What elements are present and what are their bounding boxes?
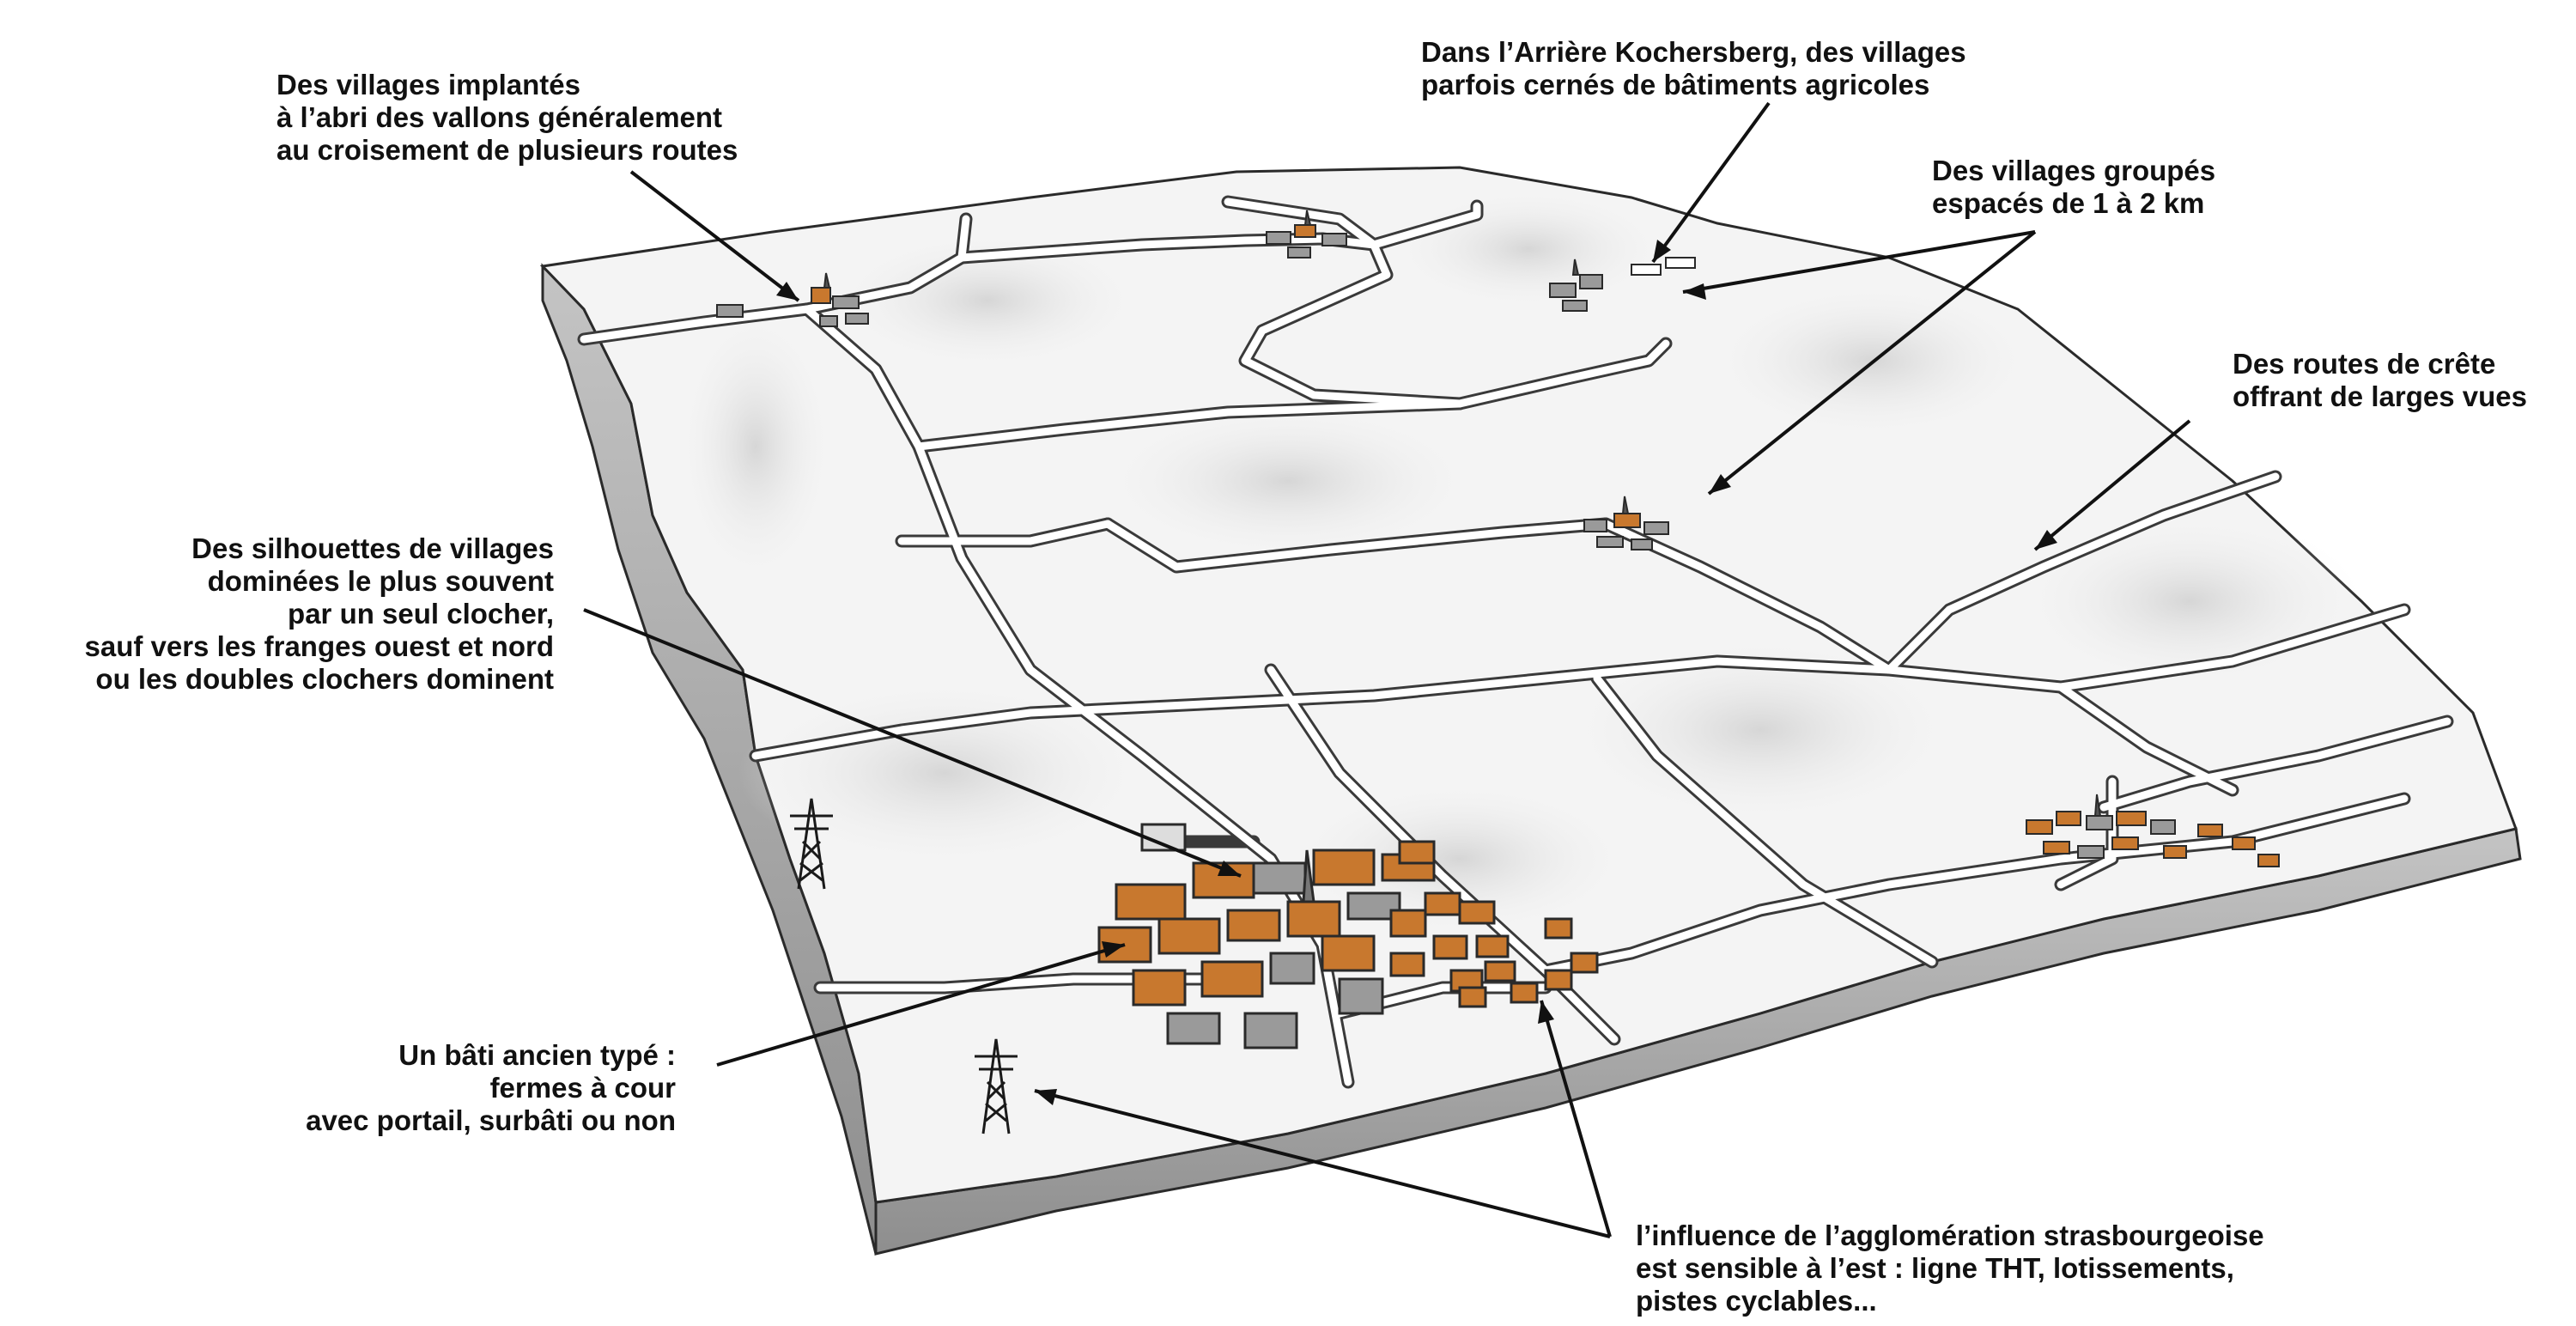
label-ridge-roads: Des routes de crête offrant de larges vu…: [2233, 348, 2527, 412]
village-main: [1097, 823, 1599, 1049]
village-north: [1266, 210, 1347, 259]
label-silhouettes: Des silhouettes de villages dominées le …: [84, 532, 554, 695]
label-arriere-kochersberg: Dans l’Arrière Kochersberg, des villages…: [1421, 36, 1966, 100]
village-east: [2026, 794, 2280, 867]
pylon-lower: [975, 1038, 1018, 1134]
label-old-buildings: Un bâti ancien typé : fermes à cour avec…: [306, 1039, 676, 1136]
village-center: [1583, 496, 1669, 550]
leader-lines: [583, 101, 2191, 1238]
pylon-upper: [790, 798, 833, 890]
village-northeast: [1549, 257, 1696, 312]
label-villages-sheltered: Des villages implantés à l’abri des vall…: [276, 69, 738, 166]
label-grouped-villages: Des villages groupés espacés de 1 à 2 km: [1932, 155, 2216, 219]
village-northwest: [716, 272, 869, 327]
label-strasbourg-influence: l’influence de l’agglomération strasbour…: [1636, 1220, 2264, 1317]
terrain-shading: [678, 189, 2361, 936]
